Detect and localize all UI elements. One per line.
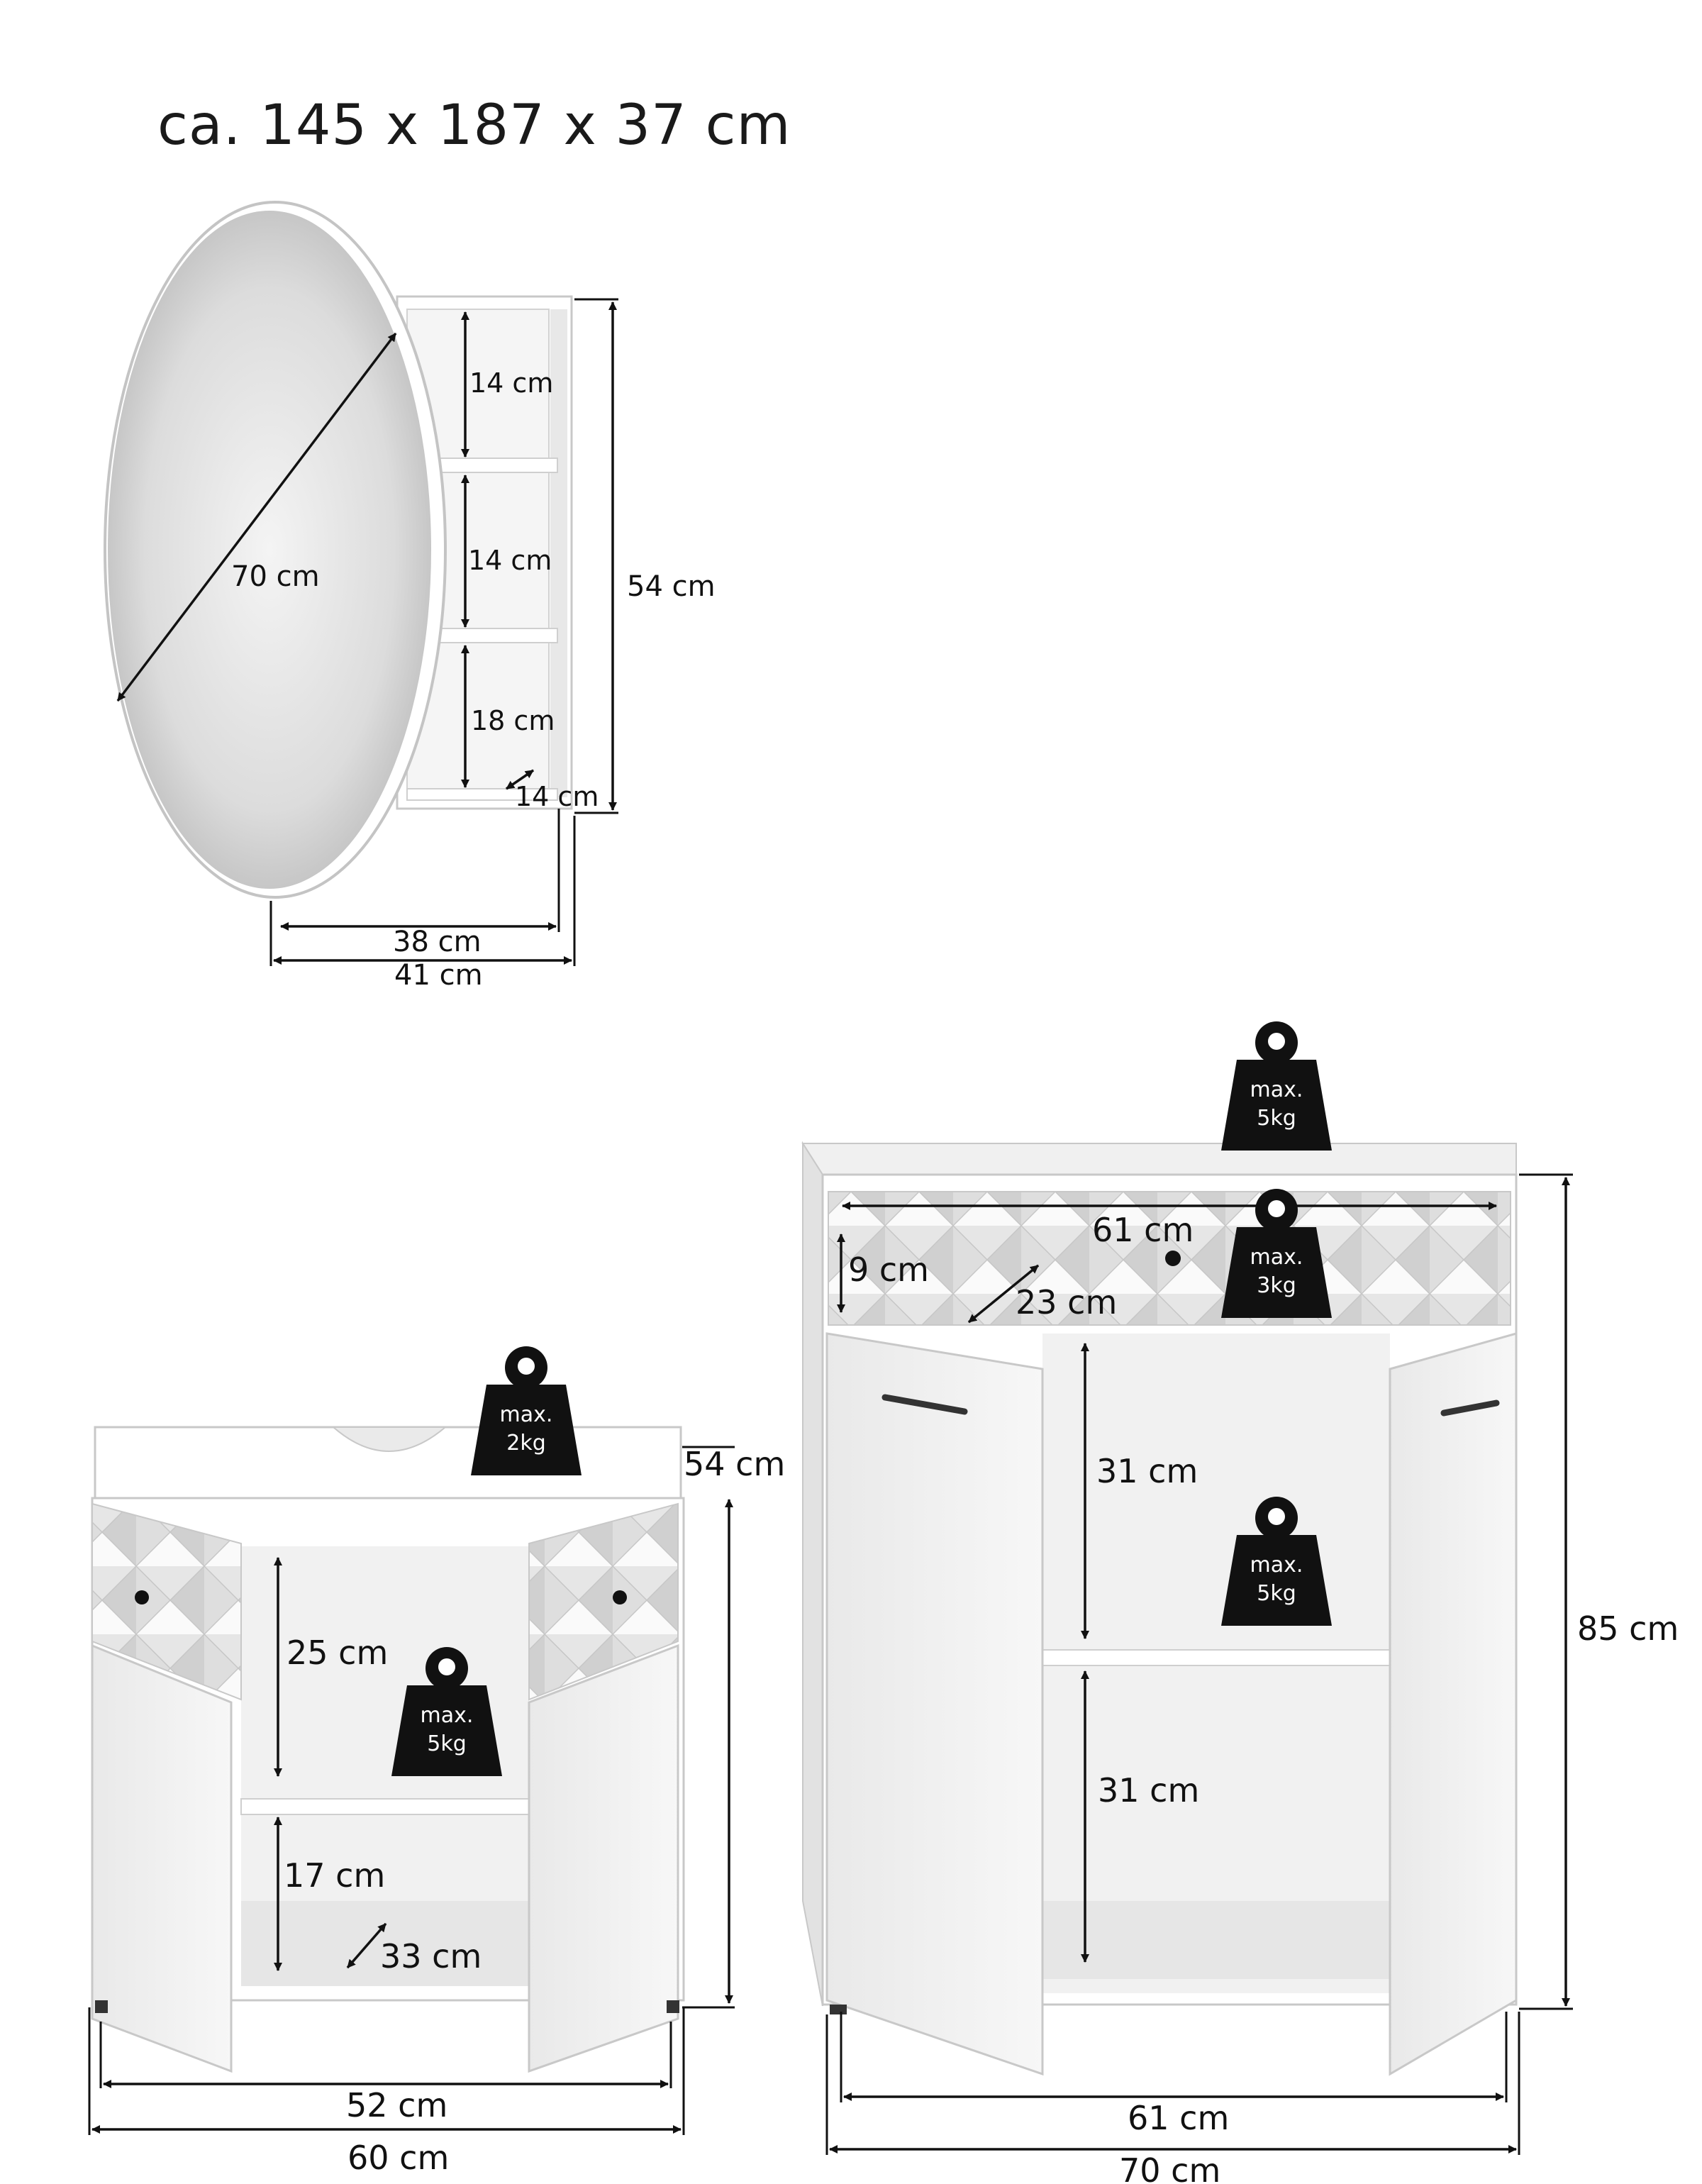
vanity-foot <box>95 2000 108 2013</box>
lower-compartment-label: 17 cm <box>284 1856 385 1895</box>
weight-value-label: 5kg <box>1257 1581 1296 1606</box>
weight-icon: max. 5kg <box>1221 1021 1332 1151</box>
upper-compartment-label: 25 cm <box>287 1634 388 1672</box>
left-drawer-front <box>91 1502 242 1701</box>
vanity-inner-width-label: 52 cm <box>346 2086 447 2124</box>
sideboard: 61 cm 9 cm 23 cm 31 cm 31 cm 85 cm 61 cm… <box>801 1141 1679 2184</box>
siphon-cutout <box>331 1426 447 1452</box>
mirror-glass <box>108 211 431 889</box>
sideboard-top-surface <box>801 1143 1517 1175</box>
dim-drawer-depth <box>967 1264 1040 1324</box>
outer-width-label: 41 cm <box>394 959 483 992</box>
sideboard-upper-label: 31 cm <box>1096 1452 1198 1490</box>
left-door <box>825 1332 1044 2076</box>
drawer-height-label: 9 cm <box>848 1251 929 1289</box>
vanity-outer-width-label: 60 cm <box>347 2139 449 2177</box>
dim-vanity-depth <box>346 1922 387 1969</box>
sideboard-foot <box>830 2005 847 2014</box>
weight-max-label: max. <box>500 1402 553 1427</box>
sideboard-shelf <box>1042 1649 1391 1666</box>
sideboard-side <box>802 1141 823 2007</box>
knob-icon <box>1165 1251 1181 1266</box>
handle-icon <box>1440 1399 1500 1417</box>
knob-icon <box>135 1590 149 1604</box>
cabinet-floor <box>406 788 558 801</box>
shelf-top-label: 14 cm <box>469 367 553 399</box>
right-door <box>1389 1332 1518 2076</box>
vanity-height-label: 54 cm <box>684 1445 785 1483</box>
sideboard-inner-width-label: 61 cm <box>1128 2099 1229 2137</box>
cabinet-height-label: 54 cm <box>627 570 716 603</box>
sideboard-floor <box>1042 1901 1390 1979</box>
weight-max-label: max. <box>1250 1077 1303 1102</box>
cabinet-side-wall <box>550 309 567 797</box>
weight-max-label: max. <box>421 1703 474 1728</box>
weight-value-label: 5kg <box>1257 1106 1296 1131</box>
vanity-shelf <box>240 1798 530 1815</box>
knob-icon <box>613 1590 627 1604</box>
left-door <box>91 1643 233 2073</box>
right-door <box>528 1643 679 2073</box>
right-drawer-front <box>528 1502 679 1701</box>
shelf-bottom-label: 18 cm <box>471 705 555 736</box>
sideboard-outer-width-label: 70 cm <box>1119 2151 1220 2184</box>
mirror-diameter-label: 70 cm <box>231 560 320 593</box>
drawer-width-label: 61 cm <box>1092 1211 1194 1249</box>
weight-value-label: 3kg <box>1257 1273 1296 1298</box>
sideboard-height-label: 85 cm <box>1577 1609 1679 1648</box>
shelf-middle-label: 14 cm <box>468 545 552 576</box>
weight-icon: max. 3kg <box>1221 1189 1332 1318</box>
dim-mirror-diameter <box>116 332 397 702</box>
weight-max-label: max. <box>1250 1553 1303 1578</box>
weight-icon: max. 5kg <box>1221 1497 1332 1626</box>
handle-icon <box>881 1394 968 1415</box>
weight-max-label: max. <box>1250 1245 1303 1270</box>
inner-depth-label: 14 cm <box>515 781 599 812</box>
vanity-depth-label: 33 cm <box>380 1937 482 1975</box>
vanity-unit: 25 cm 17 cm 33 cm 54 cm 52 cm 60 cm <box>88 1426 785 2177</box>
weight-icon: max. 5kg <box>391 1647 502 1776</box>
weight-value-label: 5kg <box>427 1731 467 1756</box>
mirror-cabinet: 70 cm 14 cm 14 cm 18 cm 14 cm 54 cm 38 c… <box>104 201 716 992</box>
weight-value-label: 2kg <box>506 1431 546 1456</box>
drawer-depth-label: 23 cm <box>1016 1283 1117 1321</box>
sideboard-lower-label: 31 cm <box>1098 1771 1199 1809</box>
inner-width-label: 38 cm <box>393 926 482 958</box>
vanity-foot <box>667 2000 679 2013</box>
page-title: ca. 145 x 187 x 37 cm <box>157 94 791 157</box>
dim-inner-depth <box>506 769 534 790</box>
weight-icon: max. 2kg <box>471 1346 582 1475</box>
